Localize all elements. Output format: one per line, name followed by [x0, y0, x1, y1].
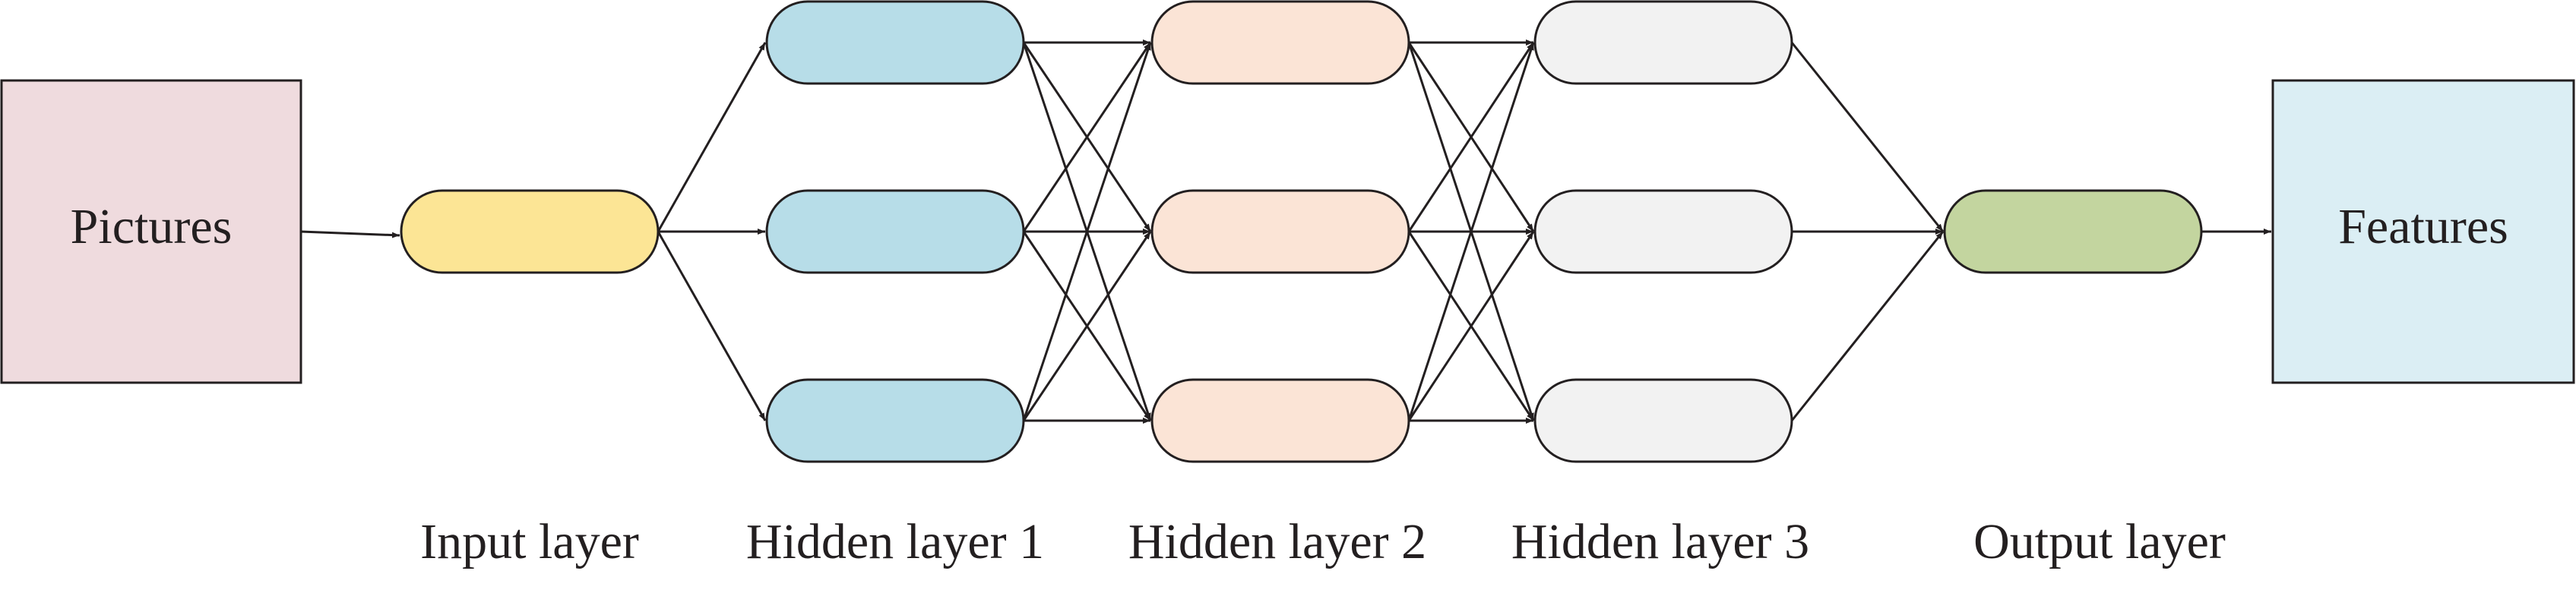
- edge-input-1-to-hidden1-1: [657, 42, 767, 232]
- edge-hidden3-3-to-output-1: [1790, 231, 1945, 421]
- node-hidden2-2: [1150, 189, 1410, 274]
- edge-pictures-to-input: [300, 230, 400, 238]
- edge-input-1-to-hidden1-3: [657, 231, 767, 421]
- node-input-1: [400, 189, 660, 274]
- edge-hidden3-1-to-output-1: [1790, 42, 1945, 232]
- edge-hidden2-3-to-hidden3-2: [1407, 231, 1535, 421]
- features-label: Features: [2338, 199, 2508, 254]
- layer-label-output: Output layer: [1973, 514, 2226, 569]
- layer-label-input: Input layer: [420, 514, 639, 569]
- node-hidden2-1: [1150, 0, 1410, 85]
- node-hidden3-3: [1533, 378, 1793, 463]
- pictures-box: Pictures: [0, 79, 302, 384]
- layer-label-hidden1: Hidden layer 1: [746, 514, 1044, 569]
- features-box: Features: [2271, 79, 2575, 384]
- layer-labels: Input layer Hidden layer 1 Hidden layer …: [420, 514, 2226, 569]
- layer-label-hidden3: Hidden layer 3: [1511, 514, 1809, 569]
- node-hidden3-1: [1533, 0, 1793, 85]
- edge-hidden1-2-to-hidden2-1: [1022, 42, 1152, 232]
- node-hidden1-1: [765, 0, 1025, 85]
- edge-hidden2-3-to-hidden3-1: [1407, 42, 1535, 421]
- pictures-label: Pictures: [71, 199, 233, 254]
- layer-label-hidden2: Hidden layer 2: [1128, 514, 1426, 569]
- node-hidden1-2: [765, 189, 1025, 274]
- edge-hidden1-3-to-hidden2-1: [1022, 42, 1152, 421]
- node-output-1: [1943, 189, 2203, 274]
- layer-nodes: [400, 0, 2203, 463]
- edge-hidden1-3-to-hidden2-2: [1022, 231, 1152, 421]
- connections: [300, 39, 2271, 424]
- node-hidden3-2: [1533, 189, 1793, 274]
- node-hidden1-3: [765, 378, 1025, 463]
- edge-hidden2-2-to-hidden3-1: [1407, 42, 1535, 232]
- node-hidden2-3: [1150, 378, 1410, 463]
